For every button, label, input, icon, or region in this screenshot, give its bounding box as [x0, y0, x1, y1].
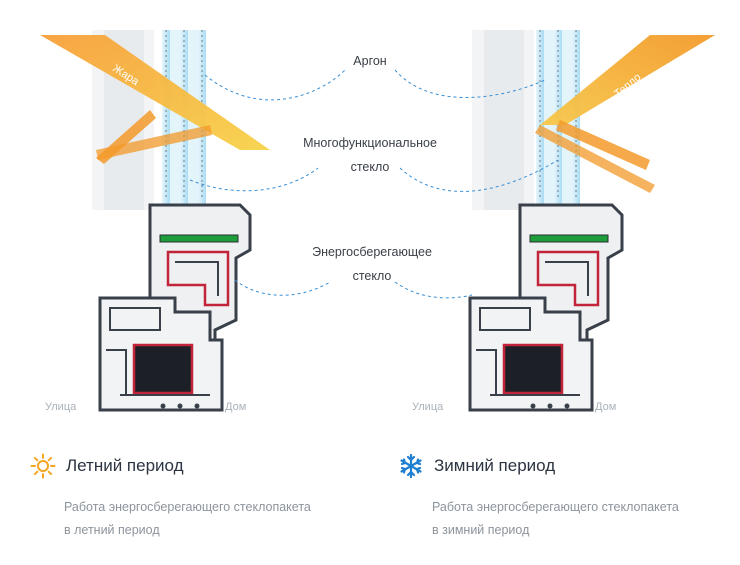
multifunctional-label-line2: стекло	[351, 160, 390, 174]
winter-desc-line2: в зимний период	[432, 523, 530, 537]
heat-ray-reflect-2	[96, 125, 212, 160]
multi-connector-left	[189, 167, 319, 192]
summer-desc-line1: Работа энергосберегающего стеклопакета	[64, 500, 311, 514]
window-diagram: Жара Улица Дом Тепло Улица	[40, 30, 715, 413]
summer-title-row: Летний период	[30, 448, 360, 484]
snowflake-icon	[400, 453, 422, 479]
connector-lines	[189, 69, 559, 299]
heat-ray-out	[540, 35, 715, 125]
heat-ray-return-2	[535, 125, 655, 193]
left-inside-label: Дом	[225, 401, 246, 413]
energy-connector-right	[394, 281, 473, 299]
argon-label: Аргон	[353, 54, 387, 68]
sun-icon	[30, 453, 56, 479]
argon-connector-left	[204, 69, 346, 101]
right-window-profile	[468, 30, 624, 412]
energy-label-line2: стекло	[353, 269, 392, 283]
seal-green	[159, 234, 239, 243]
argon-connector-right	[394, 69, 546, 98]
winter-desc-line1: Работа энергосберегающего стеклопакета	[432, 500, 679, 514]
right-outside-label: Улица	[412, 401, 444, 413]
energy-connector-left	[234, 279, 331, 296]
summer-desc-line2: в летний период	[64, 523, 160, 537]
reinforcement-core	[132, 343, 194, 395]
winter-description: Работа энергосберегающего стеклопакета в…	[432, 496, 732, 542]
right-inside-label: Дом	[595, 401, 616, 413]
summer-caption: Летний период Работа энергосберегающего …	[30, 448, 360, 558]
summer-description: Работа энергосберегающего стеклопакета в…	[64, 496, 364, 542]
left-outside-label: Улица	[45, 401, 77, 413]
heat-ray-return-1	[556, 120, 650, 170]
left-heat-arrows: Жара Улица Дом	[40, 35, 270, 413]
winter-title: Зимний период	[434, 456, 556, 475]
energy-label-line1: Энергосберегающее	[312, 245, 432, 259]
multifunctional-label-line1: Многофункциональное	[303, 136, 437, 150]
summer-title: Летний период	[66, 456, 184, 475]
heat-ray-in	[40, 35, 270, 150]
winter-title-row: Зимний период	[398, 448, 728, 484]
winter-caption: Зимний период Работа энергосберегающего …	[398, 448, 728, 558]
multi-connector-right	[399, 159, 559, 192]
seal-red	[166, 250, 230, 307]
